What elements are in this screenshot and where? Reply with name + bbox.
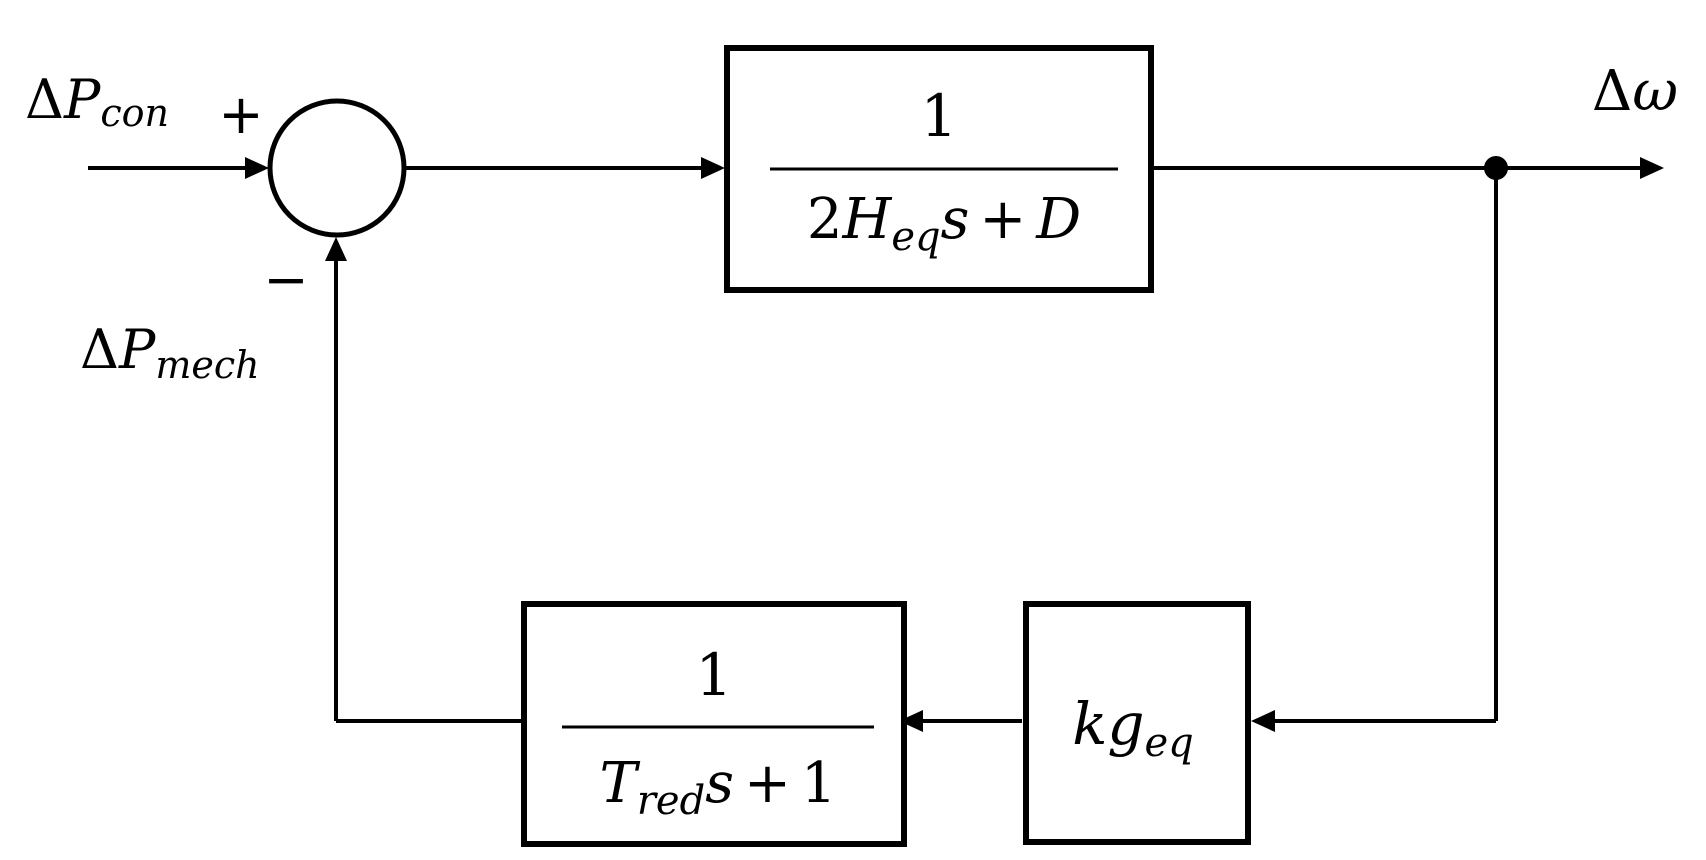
input-signal-label: ΔPcon bbox=[25, 68, 169, 135]
input-subscript: con bbox=[100, 91, 169, 135]
forward-den-op: + bbox=[979, 187, 1026, 252]
arrow-into-gain-block bbox=[1251, 710, 1275, 732]
lag-den-symbol: T bbox=[599, 751, 640, 816]
forward-denominator: 2Heqs+D bbox=[807, 187, 1081, 260]
summing-junction: + − bbox=[218, 83, 407, 311]
lag-den-op: + bbox=[744, 751, 791, 816]
lag-transfer-block: 1 Treds+1 bbox=[521, 601, 907, 847]
gain-symbol: kg bbox=[1072, 690, 1144, 758]
arrow-into-lag-block bbox=[899, 710, 923, 732]
forward-den-var: s bbox=[941, 187, 970, 252]
feedback-subscript: mech bbox=[155, 343, 259, 387]
arrow-into-forward-block bbox=[701, 157, 725, 179]
forward-den-const: D bbox=[1035, 187, 1081, 252]
signal-wires bbox=[88, 166, 1650, 723]
arrowheads bbox=[245, 157, 1664, 732]
arrow-output bbox=[1640, 157, 1664, 179]
lag-den-const: 1 bbox=[801, 751, 837, 816]
lag-denominator: Treds+1 bbox=[599, 751, 836, 824]
gain-subscript: eq bbox=[1145, 720, 1194, 766]
feedback-signal-label: ΔPmech bbox=[80, 318, 260, 387]
input-delta: Δ bbox=[25, 68, 64, 131]
lag-den-var: s bbox=[705, 751, 734, 816]
summing-junction-circle bbox=[267, 98, 407, 238]
plus-sign: + bbox=[218, 83, 263, 146]
forward-den-symbol: H bbox=[841, 187, 892, 252]
forward-numerator: 1 bbox=[921, 82, 958, 150]
forward-transfer-block: 1 2Heqs+D bbox=[724, 45, 1154, 293]
minus-sign: − bbox=[263, 248, 308, 311]
gain-label: kgeq bbox=[1072, 690, 1194, 766]
feedback-symbol: P bbox=[118, 318, 157, 381]
arrow-into-sum-left bbox=[245, 157, 269, 179]
feedback-delta: Δ bbox=[80, 318, 119, 381]
lag-block-frame bbox=[521, 601, 907, 847]
input-symbol: P bbox=[63, 68, 102, 131]
lag-den-subscript: red bbox=[637, 778, 705, 824]
output-delta: Δ bbox=[1592, 59, 1632, 124]
output-signal-label: Δω bbox=[1592, 59, 1678, 124]
lag-numerator: 1 bbox=[696, 641, 733, 709]
gain-block: kgeq bbox=[1023, 601, 1251, 845]
forward-den-subscript: eq bbox=[891, 214, 940, 260]
pickoff-point bbox=[1484, 156, 1508, 180]
output-symbol: ω bbox=[1632, 59, 1678, 124]
forward-den-coef: 2 bbox=[807, 187, 843, 252]
arrow-into-sum-bottom bbox=[325, 237, 347, 261]
gain-block-frame bbox=[1023, 601, 1251, 845]
